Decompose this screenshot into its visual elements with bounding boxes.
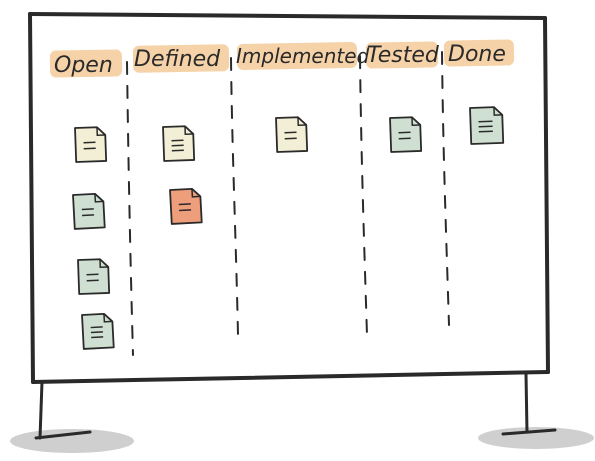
column-label-open: Open <box>54 53 113 78</box>
board-frame <box>28 12 550 384</box>
card-tested-1 <box>389 116 423 153</box>
cards-layer <box>72 106 505 350</box>
column-label-defined: Defined <box>134 47 221 72</box>
divider-2 <box>230 57 239 336</box>
card-open-2 <box>72 192 106 230</box>
card-open-1 <box>74 126 108 163</box>
card-defined-1 <box>162 125 196 162</box>
column-label-done: Done <box>448 42 506 67</box>
card-done-1 <box>469 106 505 145</box>
divider-4 <box>441 51 450 326</box>
column-dividers <box>126 51 450 356</box>
board-stand <box>34 372 557 440</box>
label-highlights <box>49 39 515 78</box>
card-defined-2 <box>169 187 203 225</box>
card-open-4 <box>81 312 115 350</box>
column-label-implemented: Implemented <box>236 44 370 68</box>
divider-1 <box>126 61 134 356</box>
card-open-3 <box>77 258 111 295</box>
column-labels: Open Defined Implemented Tested Done <box>54 42 506 78</box>
column-label-tested: Tested <box>367 43 440 68</box>
divider-3 <box>359 55 368 336</box>
card-implemented-1 <box>275 116 309 153</box>
